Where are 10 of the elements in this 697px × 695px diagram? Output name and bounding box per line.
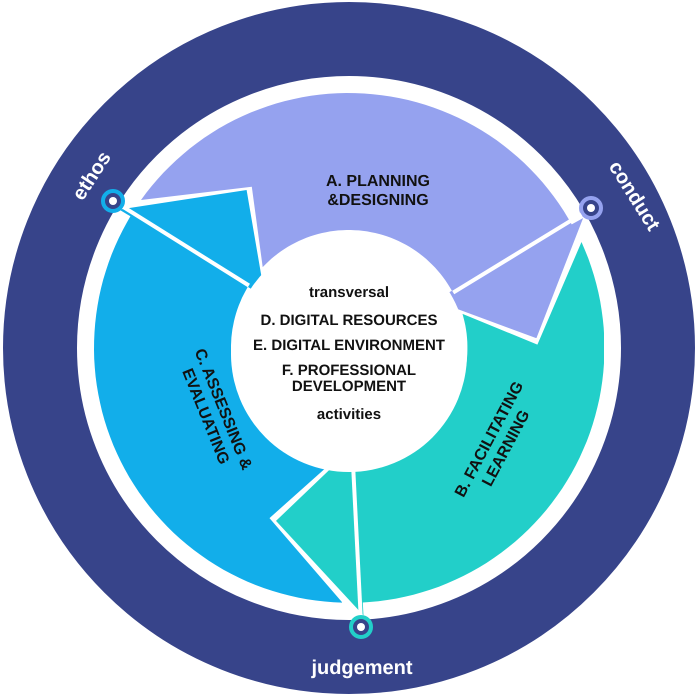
segment-label: A. PLANNING &DESIGNING bbox=[324, 172, 431, 210]
center-text: transversal bbox=[308, 282, 390, 302]
center-text: D. DIGITAL RESOURCES bbox=[260, 313, 438, 329]
center-text: F. PROFESSIONAL DEVELOPMENT bbox=[280, 363, 418, 395]
leader-line bbox=[452, 212, 582, 294]
ring-label: judgement bbox=[311, 657, 413, 679]
leader-line bbox=[122, 205, 250, 288]
outer-ring bbox=[3, 2, 695, 694]
center-text: E. DIGITAL ENVIRONMENT bbox=[252, 338, 446, 354]
center-text: activities bbox=[316, 405, 382, 425]
